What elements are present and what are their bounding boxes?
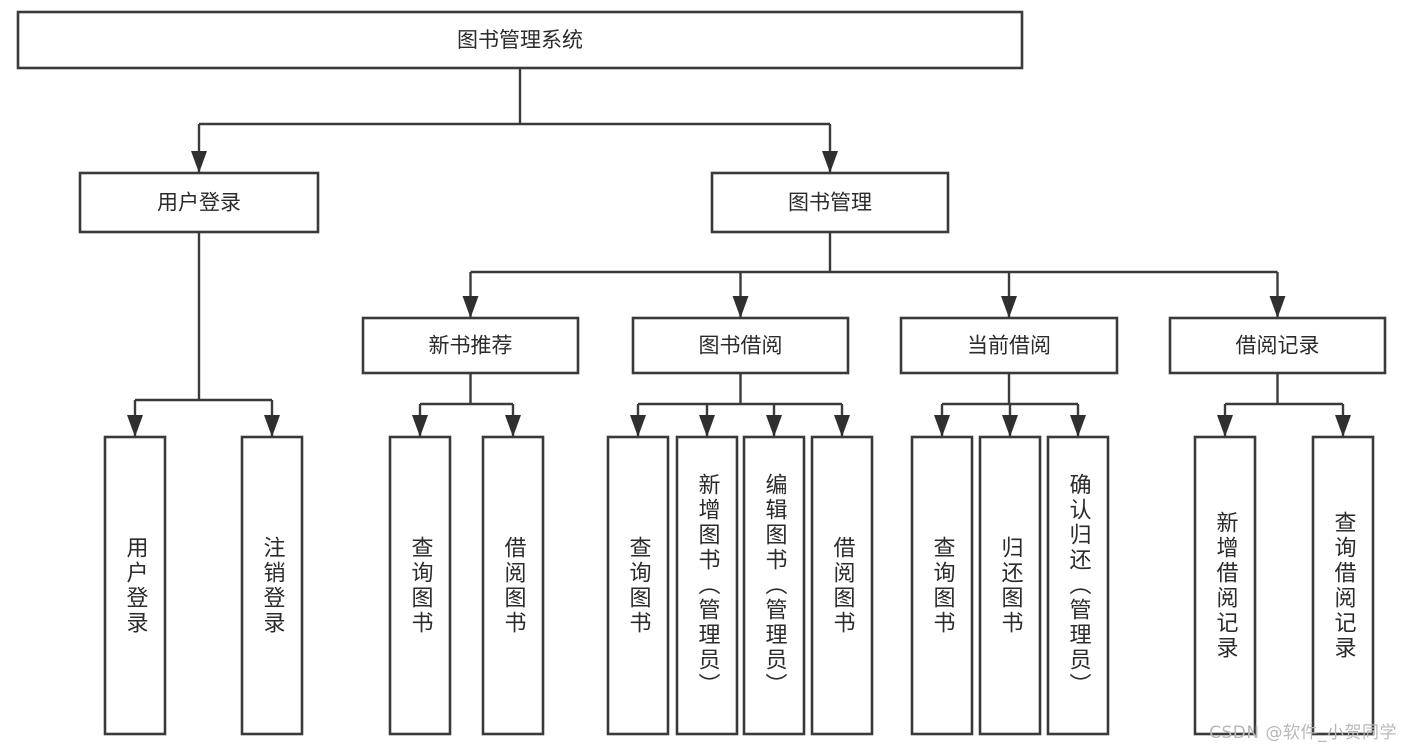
edge-arrowhead bbox=[1335, 415, 1351, 437]
node-label: 用户登录 bbox=[157, 191, 241, 215]
edge-arrowhead bbox=[766, 415, 782, 437]
node-current-borrow[interactable]: 当前借阅 bbox=[899, 316, 1119, 375]
node-book-management[interactable]: 图书管理 bbox=[710, 171, 950, 234]
node-box bbox=[606, 435, 670, 736]
node-box bbox=[388, 435, 452, 736]
node-book-borrow[interactable]: 图书借阅 bbox=[631, 316, 850, 375]
edge-arrowhead bbox=[505, 415, 521, 437]
node-borrow-borrow-book[interactable] bbox=[810, 435, 874, 736]
edge-arrowhead bbox=[264, 415, 280, 437]
node-label: 新书推荐 bbox=[429, 334, 513, 358]
edge-arrowhead bbox=[934, 415, 950, 437]
edge-arrowhead bbox=[630, 415, 646, 437]
node-user-login-logout[interactable] bbox=[240, 435, 304, 736]
node-label: 借阅记录 bbox=[1236, 334, 1320, 358]
node-box bbox=[710, 171, 950, 234]
node-label: 图书借阅 bbox=[699, 334, 783, 358]
edge-arrowhead bbox=[1217, 415, 1233, 437]
node-record-add[interactable] bbox=[1193, 435, 1257, 736]
edge-arrowhead bbox=[699, 415, 715, 437]
edge-arrowhead bbox=[412, 415, 428, 437]
edge-arrowhead bbox=[1001, 296, 1017, 318]
node-box bbox=[481, 435, 545, 736]
node-box bbox=[16, 10, 1024, 70]
edge-arrowhead bbox=[1070, 415, 1086, 437]
edge-arrowhead bbox=[191, 151, 207, 173]
node-new-book-recommend[interactable]: 新书推荐 bbox=[361, 316, 580, 375]
edge-arrowhead bbox=[834, 415, 850, 437]
node-borrow-record[interactable]: 借阅记录 bbox=[1168, 316, 1387, 375]
node-current-query-book[interactable] bbox=[910, 435, 974, 736]
node-box bbox=[361, 316, 580, 375]
node-current-return-book[interactable] bbox=[978, 435, 1042, 736]
node-box bbox=[899, 316, 1119, 375]
node-recommend-borrow-book[interactable] bbox=[481, 435, 545, 736]
node-borrow-edit-book[interactable] bbox=[742, 435, 806, 736]
node-box bbox=[810, 435, 874, 736]
node-label: 当前借阅 bbox=[967, 334, 1051, 358]
edge-arrowhead bbox=[732, 296, 749, 318]
node-root[interactable]: 图书管理系统 bbox=[16, 10, 1024, 70]
node-box bbox=[1193, 435, 1257, 736]
edge-arrowhead bbox=[462, 296, 479, 318]
node-box bbox=[103, 435, 167, 736]
node-box bbox=[1046, 435, 1110, 736]
edge-arrowhead bbox=[822, 151, 838, 173]
node-box bbox=[910, 435, 974, 736]
edge-arrowhead bbox=[127, 415, 143, 437]
edge-arrowhead bbox=[1269, 296, 1286, 318]
node-label: 图书管理 bbox=[788, 191, 872, 215]
node-user-login-login[interactable] bbox=[103, 435, 167, 736]
node-box bbox=[742, 435, 806, 736]
node-user-login[interactable]: 用户登录 bbox=[78, 171, 320, 234]
node-box bbox=[240, 435, 304, 736]
node-box bbox=[631, 316, 850, 375]
node-record-query[interactable] bbox=[1311, 435, 1375, 736]
node-box bbox=[978, 435, 1042, 736]
node-box bbox=[78, 171, 320, 234]
node-box bbox=[1168, 316, 1387, 375]
node-recommend-query-book[interactable] bbox=[388, 435, 452, 736]
edges-layer bbox=[127, 68, 1351, 437]
node-borrow-query-book[interactable] bbox=[606, 435, 670, 736]
node-current-confirm-return[interactable] bbox=[1046, 435, 1110, 736]
edge-arrowhead bbox=[1002, 415, 1018, 437]
node-borrow-add-book[interactable] bbox=[675, 435, 739, 736]
node-box bbox=[1311, 435, 1375, 736]
watermark: CSDN @软件_小贺同学 bbox=[1209, 723, 1397, 743]
node-box bbox=[675, 435, 739, 736]
node-label: 图书管理系统 bbox=[457, 28, 583, 52]
